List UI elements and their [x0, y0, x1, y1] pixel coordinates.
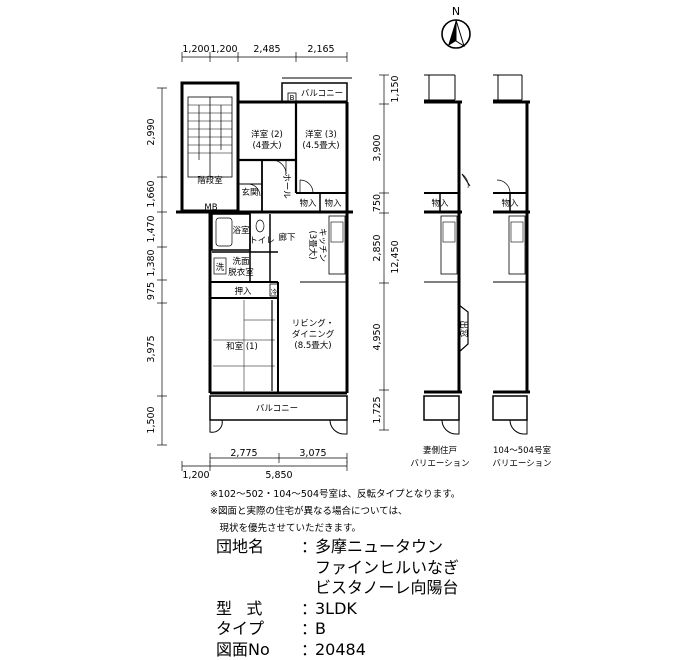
var-b-oshiire: 物入 [501, 198, 519, 209]
label-western3-size: (4.5畳大) [302, 140, 339, 151]
label-bath: 浴室 [232, 225, 250, 236]
dim-bottom-1: 2,775 [230, 448, 257, 459]
label-rouka: 廊下 [278, 232, 296, 243]
label-oshiire-big: 押入 [234, 286, 252, 297]
dim-bottom-4: 5,850 [265, 470, 292, 481]
dim-top-4: 2,165 [307, 44, 334, 55]
label-living-a: リビング・ [292, 318, 335, 329]
info-label: 型式 [216, 599, 301, 620]
dimension-labels: 1,200 1,200 2,485 2,165 2,990 1,660 1,47… [146, 44, 401, 481]
dim-bottom-2: 3,075 [299, 448, 326, 459]
dim-right-2: 3,900 [372, 134, 383, 161]
dim-right-1: 1,150 [390, 75, 401, 102]
dim-left-7: 1,500 [146, 406, 157, 433]
dim-right-3: 750 [372, 194, 383, 212]
dim-top-2: 1,200 [210, 44, 237, 55]
info-separator: ： [301, 619, 315, 640]
dim-left-2: 1,660 [146, 180, 157, 207]
dim-right-total: 12,450 [390, 240, 401, 273]
label-washroom-b: 脱衣室 [228, 267, 254, 278]
label-hall: ホール [281, 173, 291, 199]
note-line: 現状を優先させていただきます。 [210, 520, 460, 537]
label-genkan: 玄関 [241, 187, 258, 198]
dim-right-6: 1,725 [372, 396, 383, 423]
var-a-window: 出窓 [458, 320, 469, 338]
variation-end-unit [424, 75, 470, 434]
dim-top-1: 1,200 [182, 44, 209, 55]
label-washitsu: 和室 (1) [226, 341, 258, 352]
label-oshiire-1: 物入 [299, 198, 317, 209]
label-stair: 階段室 [197, 175, 223, 186]
info-separator: ： [301, 599, 315, 620]
dim-bottom-3: 1,200 [182, 470, 209, 481]
info-value: B [315, 619, 326, 640]
info-row-type: 型式 ： 3LDK [216, 599, 459, 620]
dim-left-6: 3,975 [146, 335, 157, 362]
info-value: 3LDK [315, 599, 357, 620]
info-row-danchi-3: ビスタノーレ向陽台 [216, 578, 459, 599]
label-refrigerator: 冷 [271, 287, 278, 296]
label-living-c: (8.5畳大) [294, 340, 331, 351]
label-washroom-a: 洗面 [232, 256, 250, 267]
compass-north-icon: N [442, 5, 470, 48]
info-row-typeb: タイプ ： B [216, 619, 459, 640]
info-row-danchi: 団地名 ： 多摩ニュータウン [216, 537, 459, 558]
var-a-caption2: バリエーション [410, 459, 469, 469]
label-balcony-bottom: バルコニー [256, 404, 298, 414]
variation-end-unit-labels: 物入 出窓 妻側住戸 バリエーション [410, 198, 469, 469]
info-label [216, 558, 301, 579]
label-mb: MB [204, 203, 217, 213]
property-info: 団地名 ： 多摩ニュータウン ファインヒルいなぎ ビスタノーレ向陽台 型式 ： … [216, 537, 459, 660]
info-value: ビスタノーレ向陽台 [315, 578, 459, 599]
info-value: ファインヒルいなぎ [315, 558, 459, 579]
label-living-b: ダイニング [292, 329, 335, 340]
dim-right-5: 4,950 [372, 323, 383, 350]
info-label [216, 578, 301, 599]
label-kitchen-b: (3畳大) [307, 230, 318, 259]
info-label: 団地名 [216, 537, 301, 558]
dim-top-3: 2,485 [253, 44, 280, 55]
dim-left-3: 1,470 [146, 215, 157, 242]
label-b-mark: B [290, 94, 295, 102]
note-line: ※102～502・104～504号室は、反転タイプとなります。 [210, 486, 460, 503]
label-sen: 洗 [216, 262, 225, 273]
label-oshiire-2: 物入 [324, 198, 342, 209]
dim-right-4: 2,850 [372, 234, 383, 261]
label-western2-name: 洋室 (2) [251, 129, 283, 140]
notes-block: ※102～502・104～504号室は、反転タイプとなります。 ※図面と実際の住… [210, 486, 460, 537]
info-row-danchi-2: ファインヒルいなぎ [216, 558, 459, 579]
label-toilet: トイレ [249, 236, 275, 246]
dim-left-1: 2,990 [146, 118, 157, 145]
info-separator: ： [301, 537, 315, 558]
info-value: 多摩ニュータウン [315, 537, 443, 558]
variation-104-504-labels: 物入 104～504号室 バリエーション [492, 198, 551, 469]
var-a-caption1: 妻側住戸 [423, 445, 457, 456]
compass-label: N [452, 5, 460, 18]
label-balcony-top: バルコニー [301, 89, 343, 99]
var-b-caption1: 104～504号室 [493, 445, 551, 456]
variation-104-504 [493, 75, 530, 434]
dim-left-4: 1,380 [146, 249, 157, 276]
label-western3-name: 洋室 (3) [305, 129, 337, 140]
note-line: ※図面と実際の住宅が異なる場合については、 [210, 503, 460, 520]
var-b-caption2: バリエーション [492, 459, 551, 469]
label-western2-size: (4畳大) [252, 140, 281, 151]
info-label: タイプ [216, 619, 301, 640]
label-kitchen-a: キッチン [317, 228, 327, 262]
dim-left-5: 975 [146, 282, 157, 300]
var-a-oshiire: 物入 [431, 198, 449, 209]
